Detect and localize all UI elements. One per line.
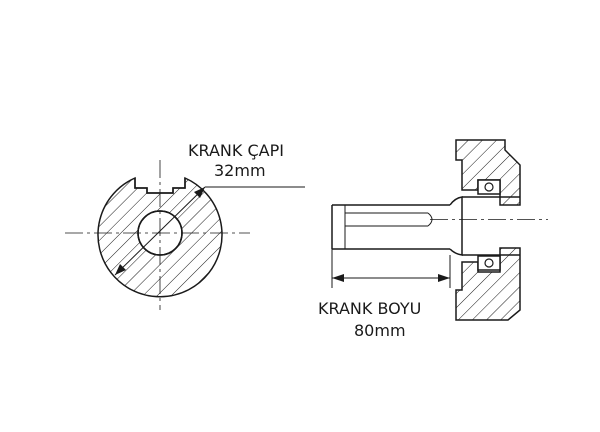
- length-arrowhead-right: [438, 274, 450, 282]
- crank-diameter-label: KRANK ÇAPI: [188, 141, 284, 160]
- diameter-arrowhead-high: [194, 187, 205, 198]
- engine-housing-top: [455, 139, 521, 206]
- lower-bearing-ball: [484, 258, 494, 268]
- shaft-shoulder: [449, 196, 463, 256]
- upper-bearing-ball: [484, 182, 494, 192]
- diameter-arrowhead-low: [115, 264, 126, 275]
- shaft-cross-section: [65, 160, 305, 310]
- shaft-side-view: [331, 139, 548, 321]
- lower-bearing: [477, 255, 501, 271]
- diameter-dimension-line: [114, 186, 206, 276]
- length-arrowhead-left: [332, 274, 344, 282]
- internal-shaft: [462, 196, 520, 256]
- upper-bearing: [477, 179, 501, 195]
- crank-diameter-value: 32mm: [214, 161, 266, 180]
- shaft-body: [331, 204, 450, 250]
- crank-length-label: KRANK BOYU: [318, 299, 421, 318]
- crank-length-value: 80mm: [354, 321, 406, 340]
